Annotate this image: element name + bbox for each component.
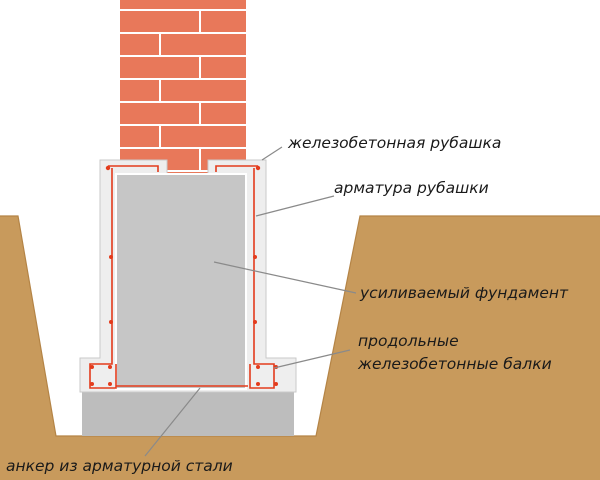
leader-lines — [144, 146, 357, 457]
label-jacket: железобетонная рубашка — [287, 134, 501, 152]
rebar-dots — [90, 165, 278, 386]
label-beams-line1: продольные — [358, 332, 459, 350]
jacket-rebar — [89, 165, 275, 389]
label-beams-line2: железобетонные балки — [357, 355, 552, 373]
brick-wall — [120, 0, 246, 180]
base-slab — [82, 390, 294, 436]
reinforced-foundation — [115, 173, 247, 390]
soil — [0, 216, 600, 480]
label-jacket-rebar: арматура рубашки — [334, 179, 489, 197]
label-anchor: анкер из арматурной стали — [6, 457, 233, 475]
label-foundation: усиливаемый фундамент — [359, 284, 569, 302]
